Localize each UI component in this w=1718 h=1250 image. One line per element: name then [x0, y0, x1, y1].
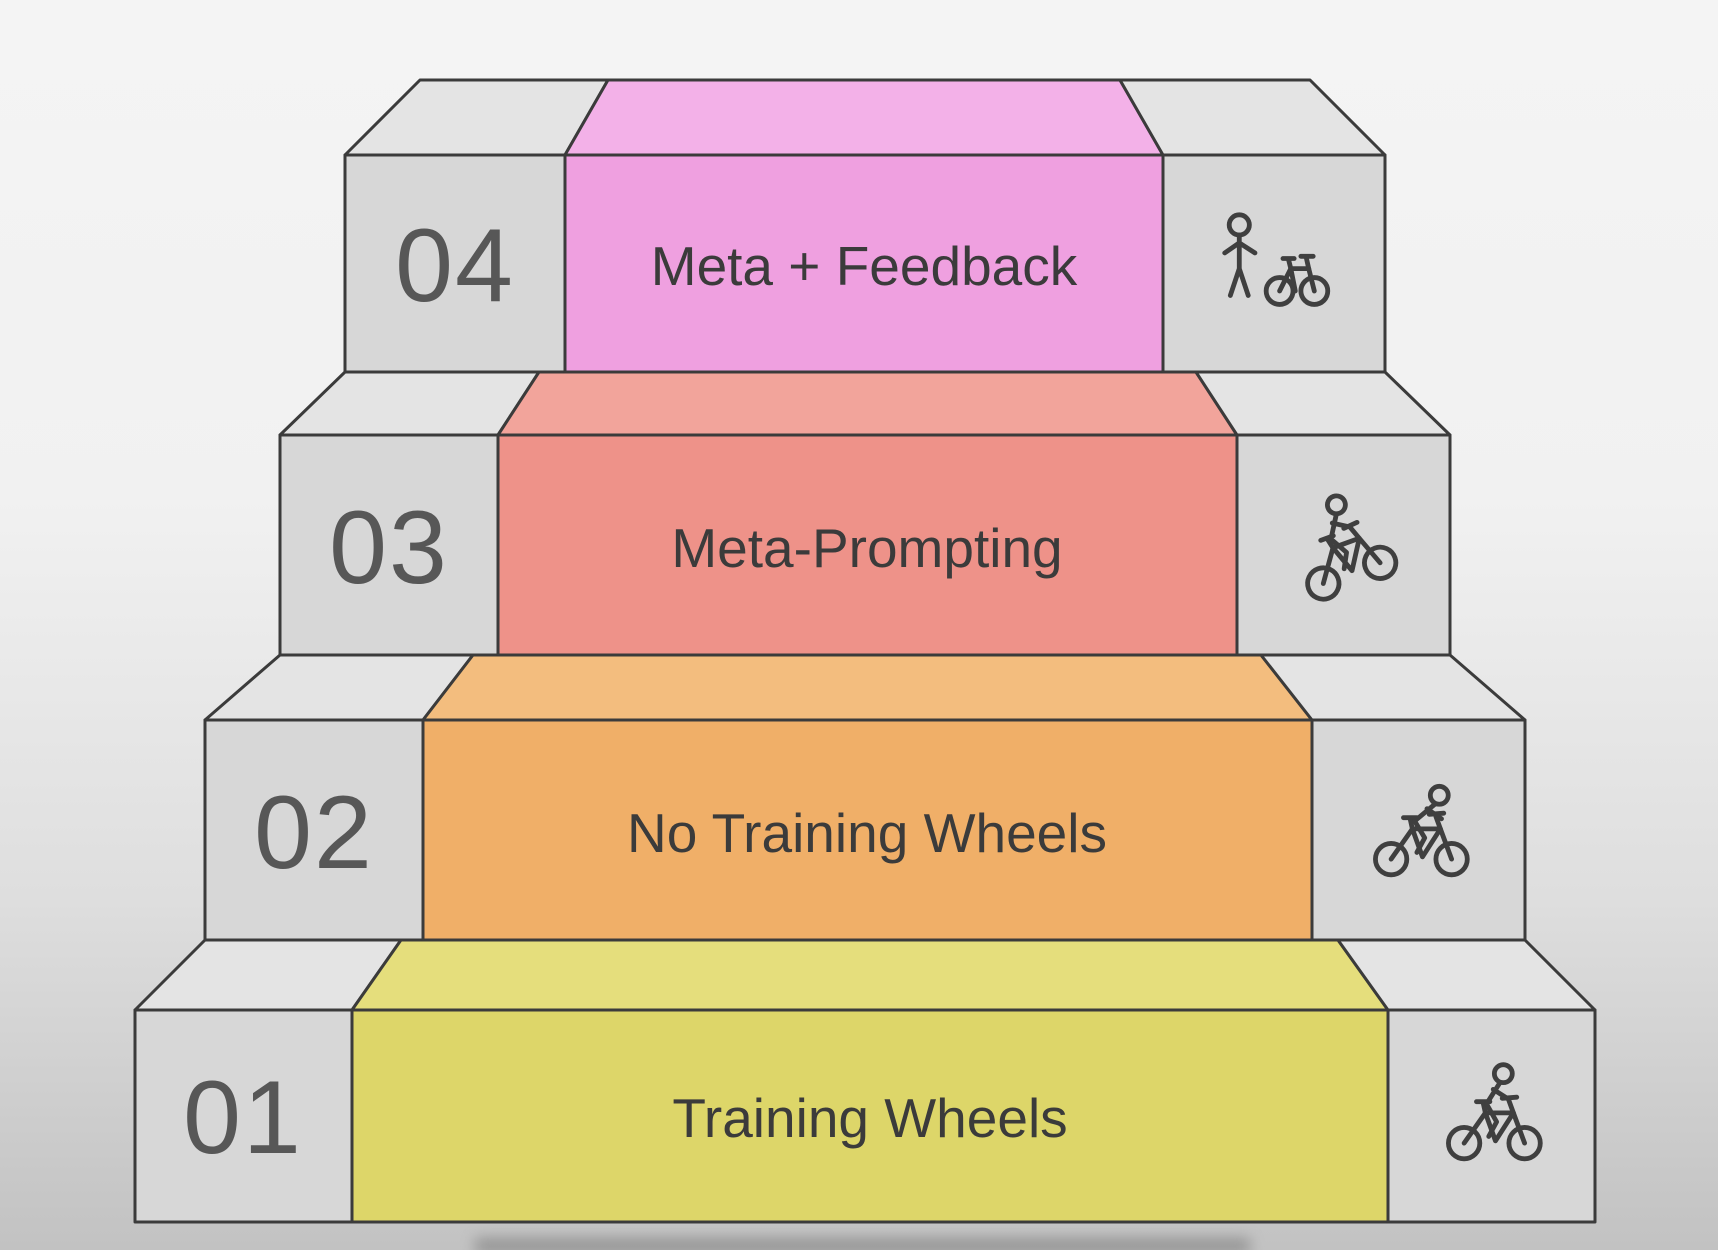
- step-03-label: Meta-Prompting: [671, 517, 1062, 579]
- step-03-top-right-gray: [1194, 370, 1452, 437]
- step-02-number: 02: [254, 775, 374, 891]
- step-04: 04 Meta + Feedback: [343, 78, 1387, 374]
- step-04-top-right-gray: [1118, 78, 1387, 157]
- step-03: 03 Meta-Prompting: [278, 370, 1452, 657]
- step-03-label-block: [496, 433, 1239, 657]
- step-03-number: 03: [329, 490, 449, 606]
- step-01-number-block: [133, 1008, 354, 1224]
- step-02: 02 No Training Wheels: [203, 653, 1527, 942]
- step-01-number: 01: [183, 1060, 303, 1176]
- step-03-top-color: [496, 370, 1239, 437]
- step-04-top-left-gray: [343, 78, 610, 157]
- step-01-label-block: [350, 1008, 1390, 1224]
- step-04-label: Meta + Feedback: [651, 235, 1078, 297]
- step-02-label-block: [421, 718, 1314, 942]
- step-01-label: Training Wheels: [672, 1087, 1067, 1149]
- step-04-top-color: [563, 78, 1165, 157]
- step-04-number: 04: [395, 208, 515, 324]
- step-02-label: No Training Wheels: [627, 802, 1107, 864]
- step-02-number-block: [203, 718, 425, 942]
- step-02-top-color: [421, 653, 1314, 722]
- step-04-number-block: [343, 153, 567, 374]
- step-04-icon-block: [1161, 153, 1387, 374]
- step-04-label-block: [563, 153, 1165, 374]
- step-03-number-block: [278, 433, 500, 657]
- step-01-top-color: [350, 938, 1390, 1012]
- step-01: 01 Training Wheels: [133, 938, 1597, 1224]
- bottom-shadow: [475, 1238, 1250, 1250]
- step-03-top-left-gray: [278, 370, 541, 437]
